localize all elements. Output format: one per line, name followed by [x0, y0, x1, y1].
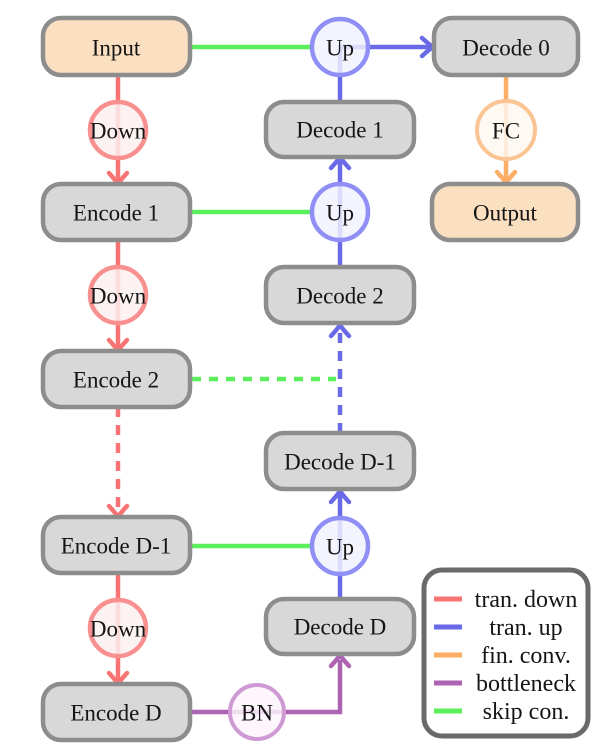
legend-item-tran-up: tran. up: [434, 615, 563, 641]
legend-item-bottleneck: bottleneck: [434, 671, 576, 697]
circle-fc: [475, 99, 537, 161]
node-input-label: Input: [92, 36, 141, 61]
node-decode-d: [263, 596, 417, 657]
node-encode-d-label: Encode D: [70, 701, 161, 726]
legend-label-bottleneck: bottleneck: [476, 671, 576, 697]
legend-label-skip-con: skip con.: [483, 699, 570, 725]
node-decode-1: [263, 99, 417, 160]
circle-up-3-label: Up: [326, 535, 354, 560]
circle-down-1-label: Down: [90, 119, 147, 144]
legend-box: [421, 567, 591, 739]
node-encode-d-1-label: Encode D-1: [61, 534, 172, 559]
node-encode-2-label: Encode 2: [73, 368, 159, 393]
node-encode-d-1: [40, 514, 193, 576]
node-encode-d: [40, 681, 193, 743]
node-input: [40, 15, 193, 78]
nodes: Input Decode 0 Decode 1 Encode 1 Output …: [40, 15, 581, 743]
transition-circles: Down Down Down Up Up Up FC BN: [87, 16, 537, 741]
legend-item-tran-down: tran. down: [434, 587, 577, 613]
node-encode-1: [40, 181, 193, 243]
node-decode-d-1: [263, 430, 417, 492]
node-decode-2-label: Decode 2: [296, 284, 384, 309]
node-decode-1-label: Decode 1: [296, 118, 384, 143]
circle-down-3-label: Down: [90, 617, 147, 642]
node-output-label: Output: [473, 201, 538, 226]
legend-label-fin-conv: fin. conv.: [481, 643, 571, 669]
legend-item-skip-con: skip con.: [434, 699, 569, 725]
node-encode-1-label: Encode 1: [73, 201, 159, 226]
node-decode-0: [431, 15, 581, 78]
legend: tran. down tran. up fin. conv. bottlenec…: [421, 567, 591, 739]
circle-bn: [228, 683, 286, 741]
circle-bn-label: BN: [241, 701, 273, 726]
node-decode-d-label: Decode D: [294, 615, 387, 640]
legend-label-tran-down: tran. down: [475, 587, 578, 613]
node-decode-d-1-label: Decode D-1: [284, 450, 396, 475]
node-decode-0-label: Decode 0: [462, 36, 550, 61]
node-decode-2: [263, 264, 417, 326]
circle-down-2: [87, 264, 149, 326]
circle-up-2-label: Up: [326, 201, 354, 226]
circle-down-1: [87, 99, 149, 161]
circle-up-2: [309, 181, 371, 243]
circle-up-1: [309, 16, 371, 78]
circle-up-3: [309, 515, 371, 577]
circle-up-1-label: Up: [326, 36, 354, 61]
legend-item-fin-conv: fin. conv.: [434, 643, 571, 669]
circle-fc-label: FC: [492, 119, 520, 144]
node-encode-2: [40, 348, 193, 410]
legend-label-tran-up: tran. up: [489, 615, 562, 641]
node-output: [429, 181, 581, 243]
circle-down-3: [87, 597, 149, 659]
circle-down-2-label: Down: [90, 284, 147, 309]
